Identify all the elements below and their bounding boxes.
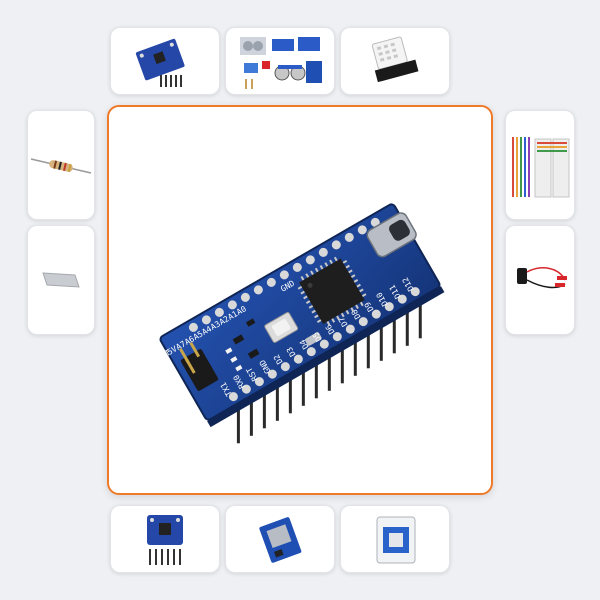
header-pad (358, 317, 368, 327)
sensor-kit-image (240, 37, 322, 89)
pin-label: D8 (350, 308, 363, 321)
header-pad (280, 362, 290, 372)
header-pad (357, 225, 367, 235)
header-pad (241, 384, 251, 394)
header-pad (292, 262, 302, 272)
header-pad (331, 240, 341, 250)
pin-label: D3 (285, 345, 298, 358)
thumbnail-resistor[interactable] (27, 110, 95, 220)
header-pad (384, 302, 394, 312)
accelerometer-module-image (135, 38, 185, 87)
battery-clip-cable-image (517, 267, 567, 289)
header-pad (201, 315, 211, 325)
thumbnail-metal-strip[interactable] (27, 225, 95, 335)
header-pad (267, 369, 277, 379)
header-pad (227, 300, 237, 310)
metal-strip-image (42, 272, 80, 288)
breakout-board-image (147, 515, 183, 565)
boxed-component-image (376, 516, 416, 564)
header-pad (397, 294, 407, 304)
pin-label: D7 (337, 315, 350, 328)
pin-label: D4 (298, 338, 311, 351)
thumbnail-battery-clip-cable[interactable] (505, 225, 575, 335)
thumbnail-accelerometer-module[interactable] (110, 27, 220, 95)
microcontroller-chip (297, 256, 367, 326)
pin-label: A0 (235, 304, 248, 317)
pin-label: A5 (192, 329, 205, 342)
header-pad (318, 247, 328, 257)
header-pad (228, 392, 238, 402)
thumbnail-sd-card-module[interactable] (225, 505, 335, 573)
thumbnail-boxed-component[interactable] (340, 505, 450, 573)
header-pad (279, 270, 289, 280)
pin-label: A1 (226, 309, 239, 322)
header-pad (345, 324, 355, 334)
thumbnail-breakout-board[interactable] (110, 505, 220, 573)
pin-label: D6 (324, 323, 337, 336)
header-pad (371, 309, 381, 319)
header-pad (319, 339, 329, 349)
sd-card-module-image (259, 517, 302, 563)
header-pad (344, 232, 354, 242)
pin-label: D5 (311, 330, 324, 343)
pin-label: D2 (272, 353, 285, 366)
header-pad (293, 354, 303, 364)
pin-label: A3 (209, 319, 222, 332)
header-pad (214, 307, 224, 317)
header-pad (410, 287, 420, 297)
header-pad (332, 332, 342, 342)
header-pad (253, 285, 263, 295)
thumbnail-dht22-sensor[interactable] (340, 27, 450, 95)
header-pad (266, 277, 276, 287)
pin-label: 5V (166, 344, 179, 357)
header-pad (305, 255, 315, 265)
pin-label: A7 (174, 339, 187, 352)
pin-label: A4 (200, 324, 213, 337)
pin-label: A2 (218, 314, 231, 327)
dht22-sensor-image (371, 36, 419, 83)
header-pad (306, 347, 316, 357)
header-pad (254, 377, 264, 387)
resistor-image (30, 158, 92, 174)
header-pad (188, 322, 198, 332)
thumbnail-jumper-wires-breadboard[interactable] (505, 110, 575, 220)
pin-label: D9 (363, 300, 376, 313)
header-pad (240, 292, 250, 302)
thumbnail-sensor-kit[interactable] (225, 27, 335, 95)
header-pad (370, 217, 380, 227)
jumper-wires-breadboard-image (512, 137, 570, 198)
pin-label: A6 (183, 334, 196, 347)
